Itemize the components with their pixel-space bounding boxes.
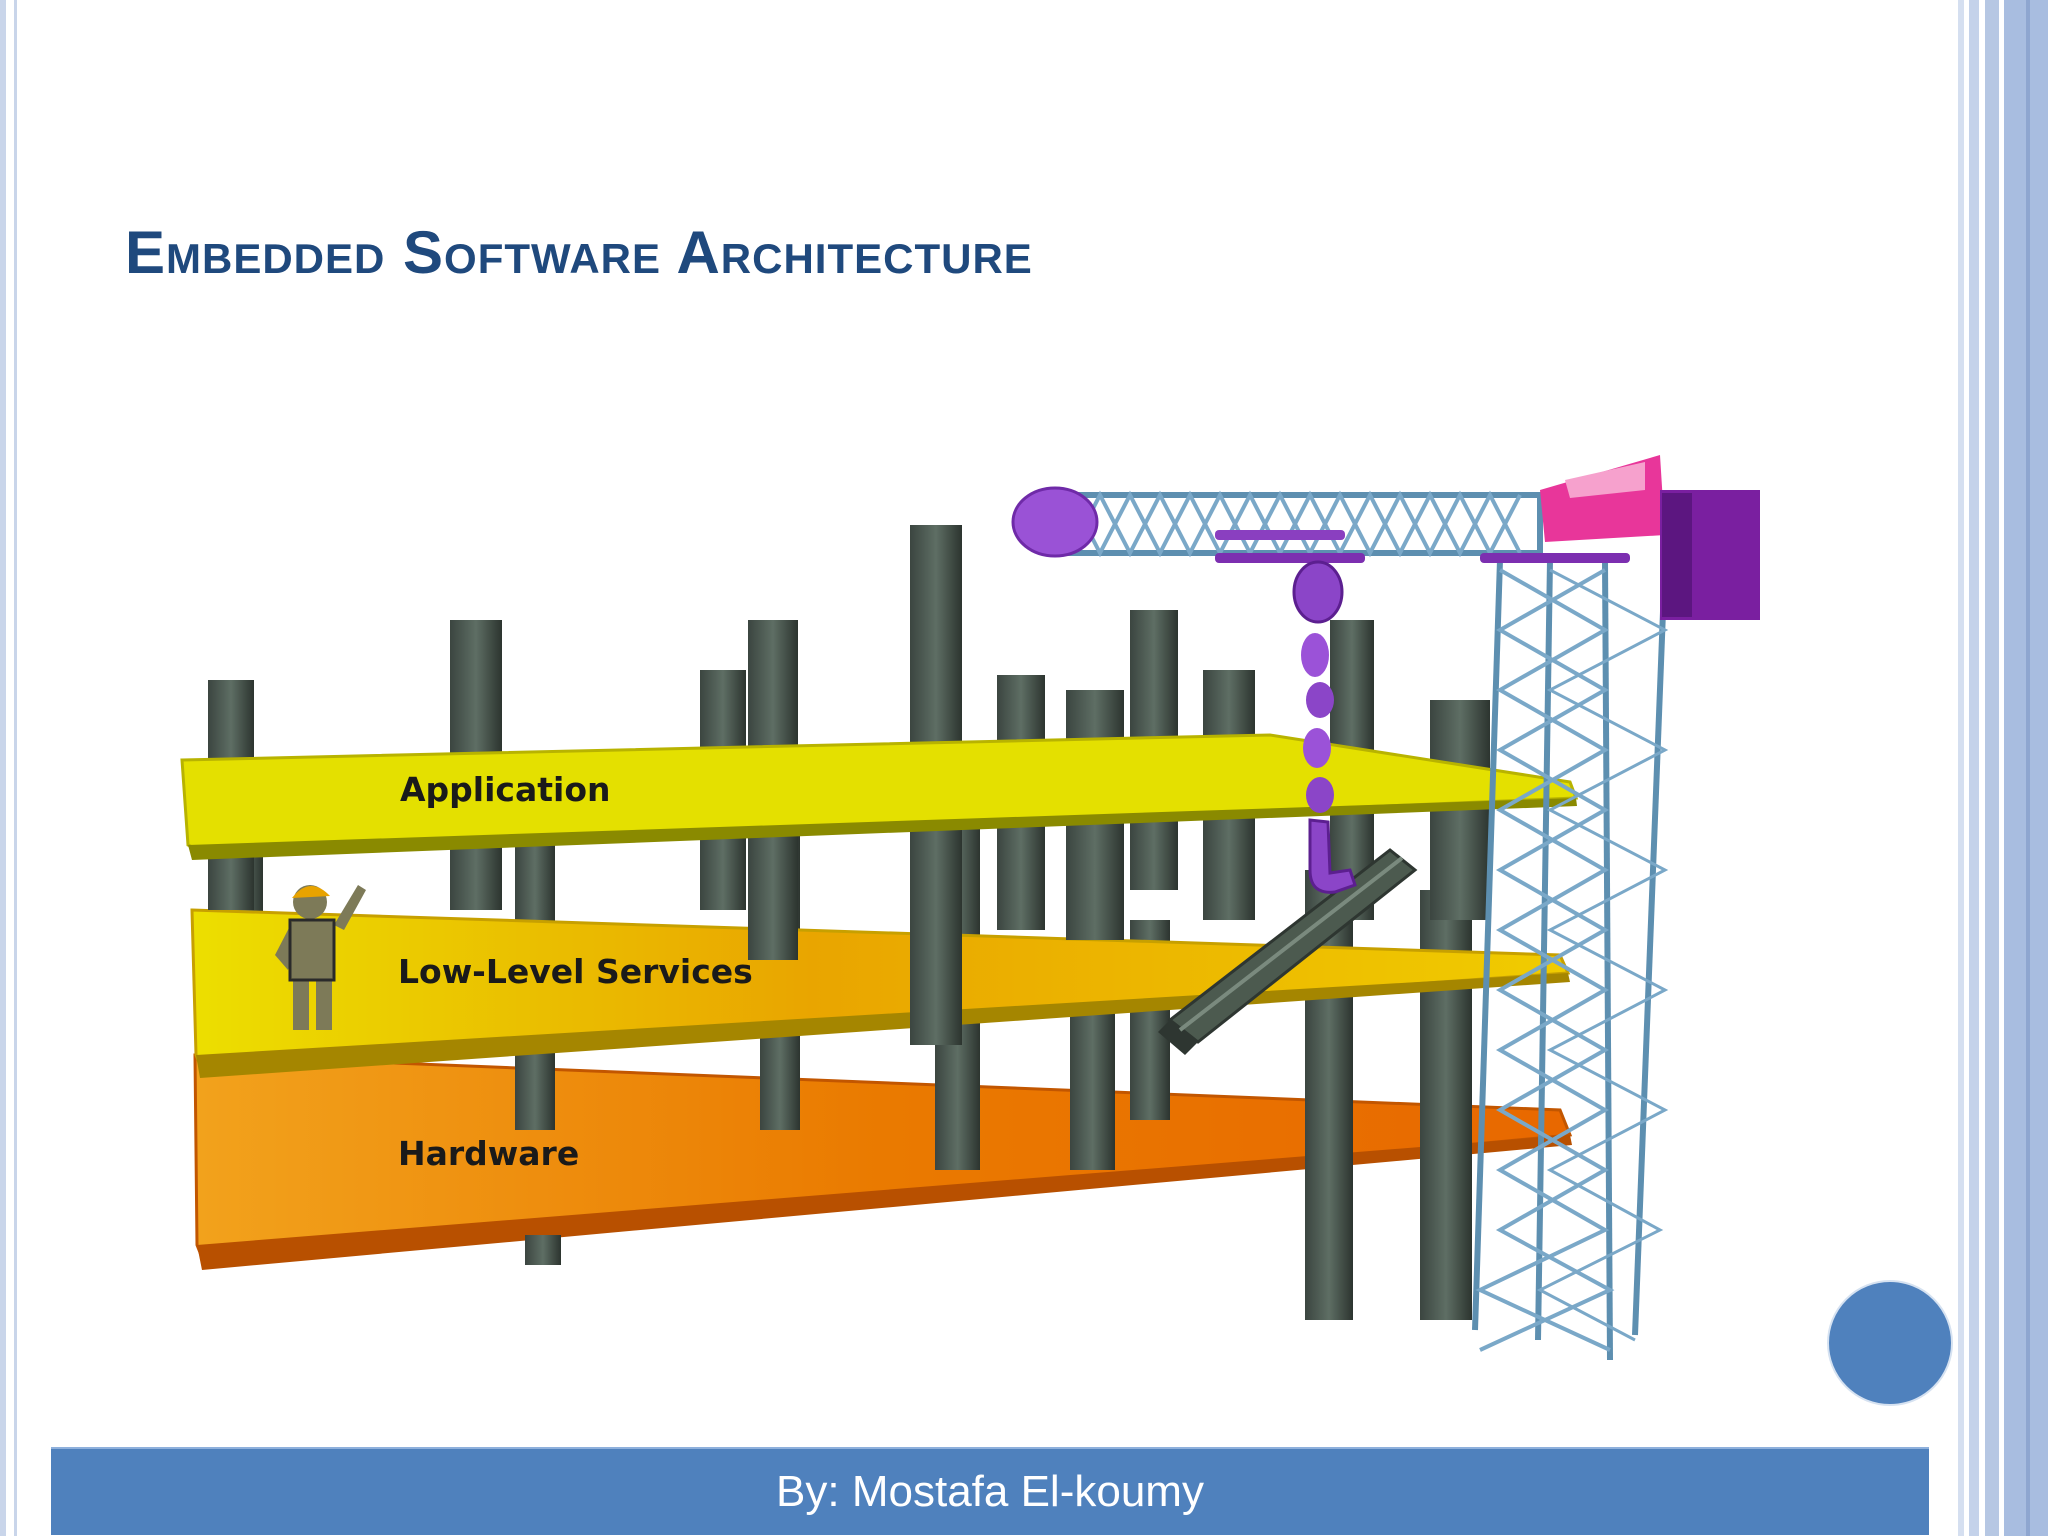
tower-crane-icon bbox=[1011, 455, 1760, 1361]
frame-line bbox=[1958, 0, 1964, 1536]
slide-title: Embedded Software Architecture bbox=[125, 219, 1033, 286]
frame-line bbox=[1969, 0, 1979, 1536]
frame-line bbox=[14, 0, 17, 1536]
slide-decoration-circle bbox=[1827, 1280, 1953, 1406]
frame-line bbox=[2026, 0, 2030, 1536]
architecture-illustration: Application Low-Level Services Hardware bbox=[180, 455, 1760, 1361]
low-level-services-layer bbox=[190, 908, 1571, 1078]
frame-line bbox=[1985, 0, 1999, 1536]
layer-label: Application bbox=[400, 770, 611, 809]
frame-line bbox=[0, 0, 6, 1536]
author-credit: By: Mostafa El-koumy bbox=[776, 1467, 1204, 1516]
layer-label: Hardware bbox=[398, 1134, 579, 1173]
application-layer bbox=[180, 733, 1579, 860]
footer-bar: By: Mostafa El-koumy bbox=[51, 1447, 1929, 1535]
construction-worker-icon bbox=[275, 885, 366, 1030]
layer-label: Low-Level Services bbox=[398, 952, 753, 991]
steel-beam-icon bbox=[1158, 848, 1418, 1055]
column bbox=[525, 1235, 561, 1265]
crane-hook-icon bbox=[1292, 560, 1357, 894]
